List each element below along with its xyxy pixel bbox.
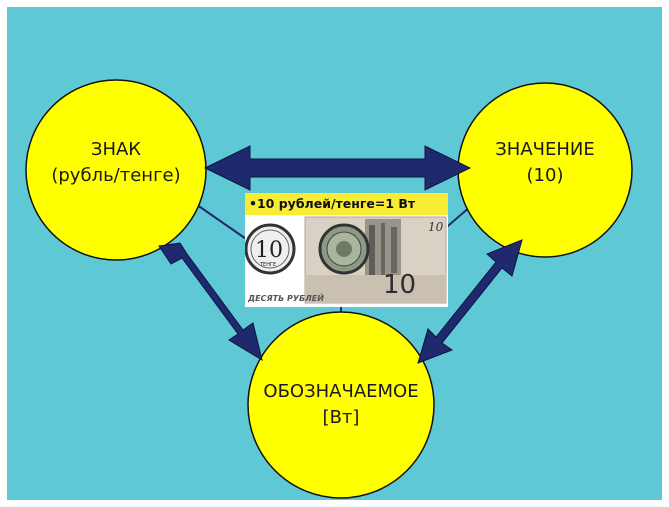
banknote-large-value: 10 [383,270,416,300]
signified-label: ОБОЗНАЧАЕМОЕ [Вт] [241,379,441,431]
slide: ЗНАК (рубль/тенге) ЗНАЧЕНИЕ (10) ОБОЗНАЧ… [7,7,662,500]
banknote-text: ДЕСЯТЬ РУБЛЕЙ [247,292,324,303]
coin-value-side [245,223,296,275]
sign-subtitle: (рубль/тенге) [51,165,181,186]
double-arrow-top [203,145,472,191]
signified-subtitle: [Вт] [322,407,360,428]
signified-title: ОБОЗНАЧАЕМОЕ [263,381,419,402]
double-arrow-right [417,239,523,364]
double-arrow-left [158,242,263,362]
money-illustration: 10 10 ДЕСЯТЬ РУБЛЕЙ 10 ТЕНГЕ [245,216,447,304]
equation-caption: •10 рублей/тенге=1 Вт [245,193,448,215]
sign-title: ЗНАК [90,139,142,160]
meaning-title: ЗНАЧЕНИЕ [495,139,595,160]
money-image: 10 10 ДЕСЯТЬ РУБЛЕЙ 10 ТЕНГЕ [245,215,448,307]
sign-label: ЗНАК (рубль/тенге) [16,137,216,189]
meaning-subtitle: (10) [526,165,564,186]
sign-circle [25,79,207,261]
coin-value: 10 [255,238,283,263]
meaning-label: ЗНАЧЕНИЕ (10) [445,137,645,189]
banknote-small-value: 10 [428,220,444,234]
signified-circle [247,311,435,499]
coin-label: ТЕНГЕ [259,262,276,268]
